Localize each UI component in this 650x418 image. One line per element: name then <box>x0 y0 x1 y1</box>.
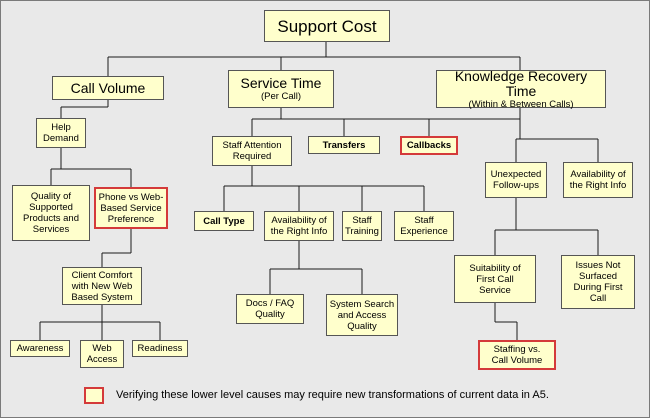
node-label: Phone vs Web- <box>98 191 164 203</box>
node-label: Issues Not <box>575 260 621 271</box>
node-label: Quality <box>347 320 377 332</box>
node-label: Readiness <box>137 343 183 354</box>
node-label: Follow-ups <box>493 180 539 191</box>
node-label: Transfers <box>322 139 366 151</box>
legend-swatch <box>84 387 104 404</box>
node-label: Experience <box>400 226 448 237</box>
node-label: Call Volume <box>491 355 543 366</box>
node-label: Service <box>479 284 511 296</box>
node-label: Service Time <box>240 75 322 91</box>
node-label: Quality <box>255 309 285 320</box>
node-label: Unexpected <box>490 169 542 180</box>
node-label: Knowledge Recovery Time <box>454 67 588 99</box>
legend-text: Verifying these lower level causes may r… <box>116 389 549 401</box>
node-label: and Access <box>337 309 387 321</box>
node-label: Staff <box>414 215 434 226</box>
node-label: Availability of <box>271 215 327 226</box>
node-servtime: Service Time(Per Call) <box>228 70 334 108</box>
node-ready: Readiness <box>132 340 188 357</box>
node-staffing: Staffing vs.Call Volume <box>478 340 556 370</box>
node-label: Access <box>86 354 118 365</box>
node-label: Surfaced <box>578 271 618 282</box>
node-label: Quality of <box>30 191 72 202</box>
node-label: Required <box>232 151 272 162</box>
node-label: Products and <box>23 213 79 224</box>
node-label: Training <box>345 226 379 237</box>
node-label: Staff <box>352 215 372 226</box>
node-label: Awareness <box>16 343 64 354</box>
node-label: Staffing vs. <box>493 344 541 355</box>
node-label: Staff Attention <box>222 140 282 151</box>
node-label: First Call <box>476 273 514 285</box>
node-label: Support Cost <box>277 16 377 36</box>
node-label: Call Type <box>203 215 245 227</box>
node-sublabel: (Per Call) <box>260 91 302 102</box>
node-label: Docs / FAQ <box>245 298 295 309</box>
node-label: Demand <box>43 133 79 144</box>
node-label: Call Volume <box>70 79 146 96</box>
node-label: with New Web <box>71 280 133 292</box>
node-label: Supported <box>29 202 73 213</box>
node-label: Availability of <box>570 169 626 180</box>
node-label: Services <box>32 224 70 235</box>
node-label: Callbacks <box>406 140 452 151</box>
node-label: Help <box>51 122 71 133</box>
node-label: During First <box>573 282 623 293</box>
node-aware: Awareness <box>10 340 70 357</box>
node-label: System Search <box>329 298 395 310</box>
node-label: Based System <box>71 291 133 303</box>
node-label: Call <box>589 293 607 304</box>
node-transfers: Transfers <box>308 136 380 154</box>
node-support: Support Cost <box>264 10 390 42</box>
node-callvol: Call Volume <box>52 76 164 100</box>
node-label: Preference <box>107 213 155 225</box>
node-label: Suitability of <box>469 262 521 274</box>
node-label: the Right Info <box>569 180 627 191</box>
node-knowrec: Knowledge Recovery Time(Within & Between… <box>436 67 606 110</box>
node-label: Web <box>92 343 112 354</box>
node-label: the Right Info <box>270 226 328 237</box>
node-label: Based Service <box>100 202 162 214</box>
node-sublabel: (Within & Between Calls) <box>468 98 574 110</box>
node-label: Client Comfort <box>71 269 133 281</box>
node-callbacks: Callbacks <box>400 136 458 155</box>
node-calltype: Call Type <box>194 211 254 231</box>
